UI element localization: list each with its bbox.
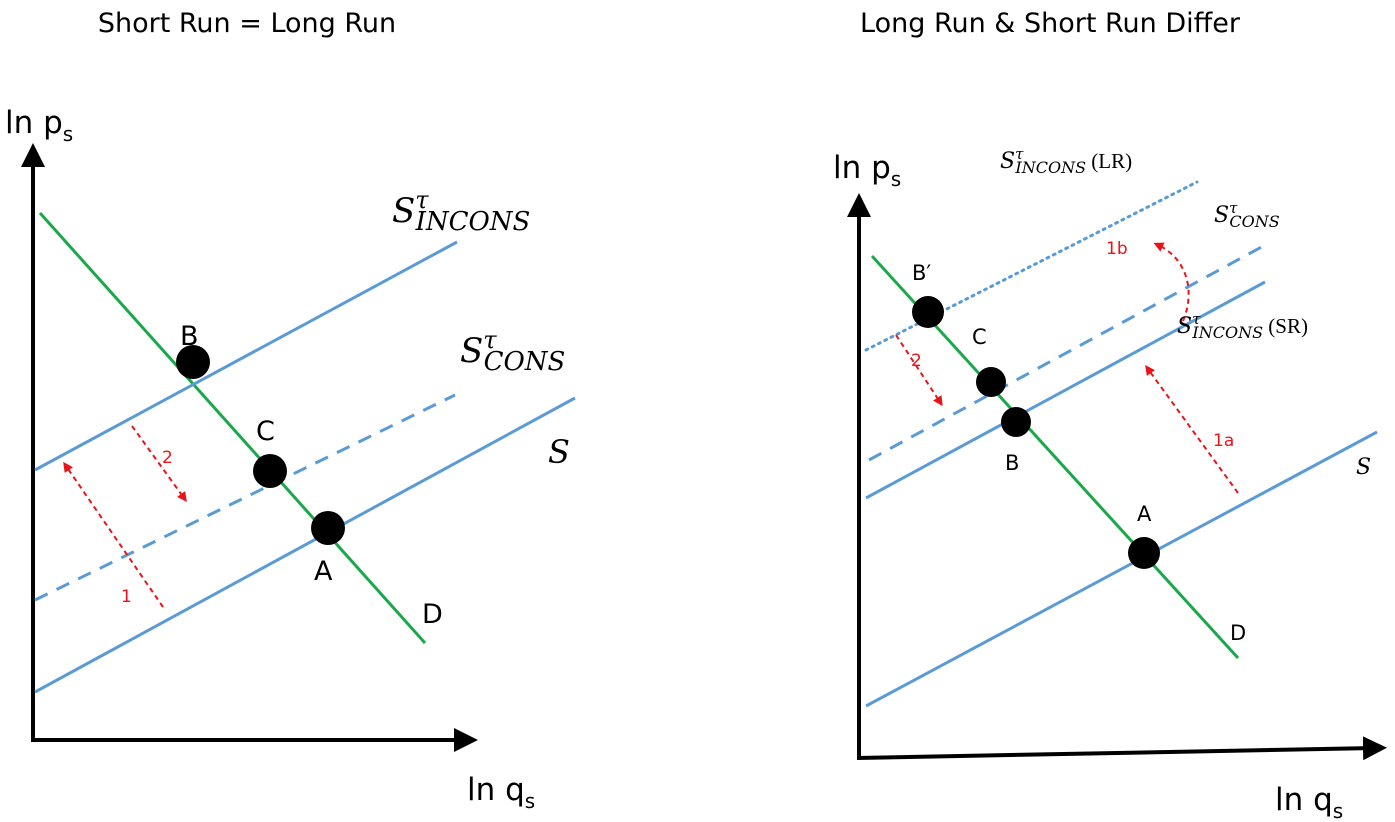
right-point-c: [976, 367, 1006, 397]
left-x-axis-label: ln qs: [467, 772, 535, 813]
right-point-b: [1001, 407, 1031, 437]
right-x-axis-label: ln qs: [1275, 782, 1343, 822]
right-point-b-prime: [912, 296, 944, 328]
right-label-s: S: [1356, 455, 1371, 480]
left-consistent-supply-curve: [34, 393, 456, 602]
left-panel: Short Run = Long Run ln ps ln qs 1 2 B C…: [5, 8, 576, 813]
right-arrow-1b: [1153, 242, 1190, 322]
right-panel: Long Run & Short Run Differ ln ps ln qs …: [833, 8, 1387, 822]
right-arrow-2-label: 2: [911, 351, 922, 371]
right-supply-curve: [865, 430, 1378, 708]
left-supply-curve: [34, 396, 576, 694]
left-point-a: [311, 511, 345, 545]
left-y-axis-label: ln ps: [5, 105, 73, 146]
right-arrow-1a-label: 1a: [1213, 431, 1234, 451]
right-label-c: C: [972, 325, 987, 349]
left-demand-curve: [38, 211, 427, 645]
right-inconsistent-sr-supply-curve: [865, 280, 1266, 500]
right-arrow-1a: [1145, 364, 1239, 494]
left-label-d: D: [422, 599, 443, 630]
left-title: Short Run = Long Run: [98, 8, 396, 39]
right-y-axis-label: ln ps: [833, 150, 901, 191]
left-label-a: A: [314, 556, 333, 587]
right-label-b: B: [1005, 451, 1019, 475]
left-arrow-1: [63, 461, 164, 608]
left-arrow-2-label: 2: [162, 448, 173, 468]
right-label-d: D: [1230, 621, 1246, 645]
left-label-b: B: [180, 321, 199, 352]
left-label-s: S: [548, 433, 570, 471]
right-arrow-2: [895, 334, 943, 407]
right-consistent-supply-curve: [868, 242, 1268, 462]
left-point-b: [176, 345, 210, 379]
left-inconsistent-supply-curve: [34, 240, 458, 472]
right-label-a: A: [1137, 502, 1152, 526]
right-title: Long Run & Short Run Differ: [860, 8, 1241, 39]
left-point-c: [253, 454, 287, 488]
right-arrow-1b-label: 1b: [1106, 239, 1128, 259]
right-label-b-prime: B′: [912, 261, 931, 285]
left-label-c: C: [256, 416, 275, 447]
right-point-a: [1128, 537, 1160, 569]
left-arrow-1-label: 1: [121, 587, 132, 607]
right-x-axis: [856, 736, 1387, 761]
left-arrow-2: [131, 425, 187, 503]
